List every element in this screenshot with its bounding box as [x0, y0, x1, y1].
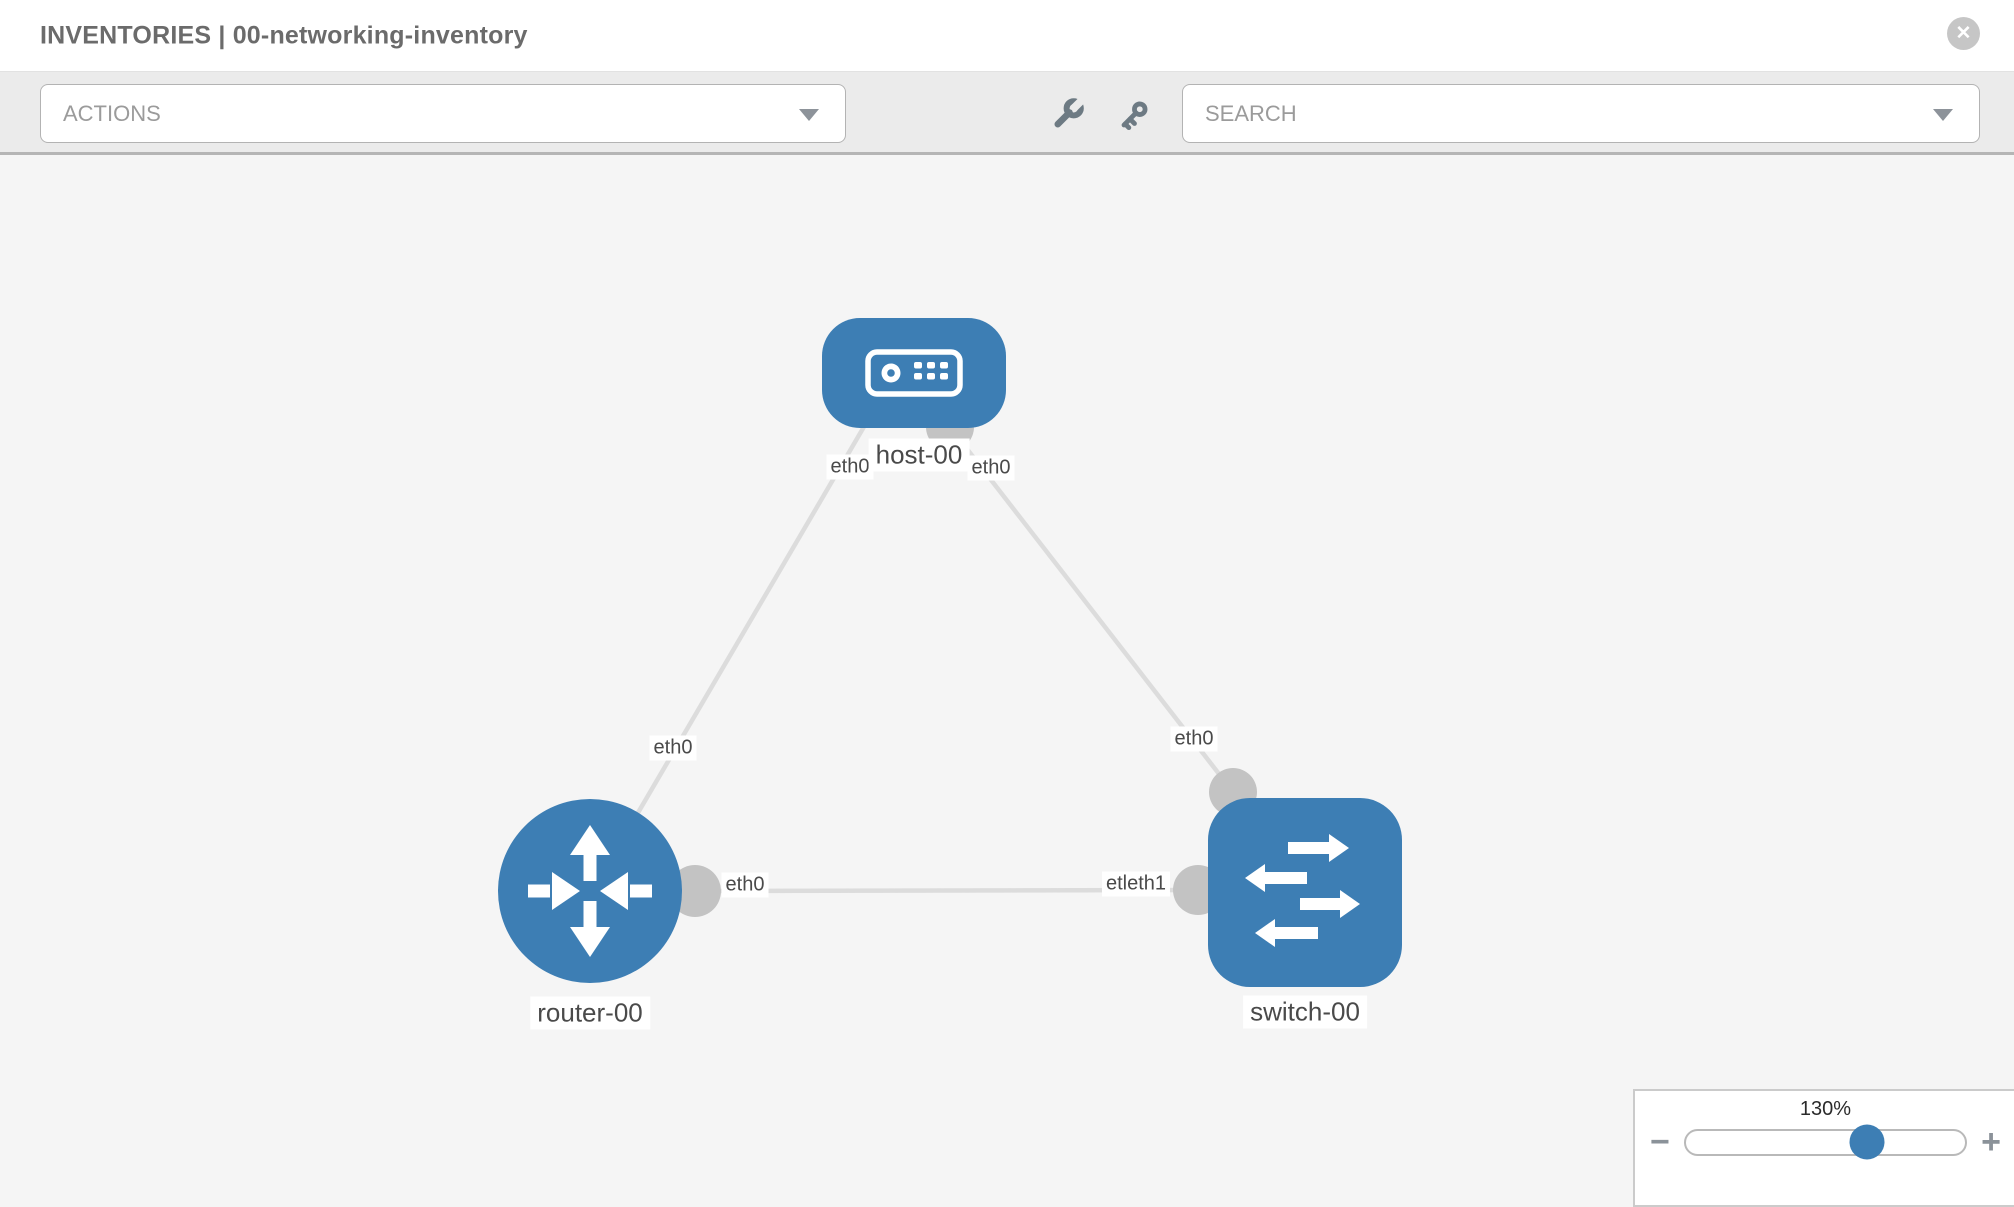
node-name-host: host-00 — [868, 438, 970, 472]
port-label: eth0 — [826, 454, 874, 480]
zoom-control-panel: 130% − + — [1633, 1089, 2014, 1207]
close-icon[interactable]: ✕ — [1947, 17, 1980, 50]
toolbar: ACTIONS SEARCH — [0, 72, 2014, 155]
zoom-level-value: 130% — [1799, 1098, 1852, 1120]
page-title: INVENTORIES | 00-networking-inventory — [40, 21, 528, 49]
port-router-eth0[interactable] — [669, 865, 721, 917]
host-icon — [865, 349, 963, 397]
zoom-out-button[interactable]: − — [1650, 1123, 1670, 1161]
key-icon[interactable] — [1116, 99, 1150, 133]
port-label: etleth1 — [1101, 871, 1171, 897]
router-icon — [528, 825, 652, 957]
ports-layer — [669, 403, 1257, 917]
zoom-slider-row: − + — [1635, 1123, 2014, 1161]
wrench-icon[interactable] — [1048, 96, 1086, 134]
topology-graph — [498, 318, 1402, 987]
node-name-switch: switch-00 — [1243, 995, 1367, 1029]
zoom-slider-thumb[interactable] — [1849, 1124, 1885, 1160]
node-switch-00[interactable] — [1208, 798, 1402, 987]
panel-header: INVENTORIES | 00-networking-inventory ✕ — [0, 0, 2014, 72]
chevron-down-icon — [1933, 108, 1953, 121]
topology-canvas[interactable]: eth0 host-00 eth0 eth0 eth0 eth0 etleth1… — [0, 155, 2014, 1207]
port-label: eth0 — [1170, 726, 1218, 752]
node-name-router: router-00 — [530, 996, 650, 1030]
chevron-down-icon — [799, 108, 819, 121]
port-label: eth0 — [967, 455, 1015, 481]
search-dropdown[interactable]: SEARCH — [1182, 84, 1980, 143]
port-label: eth0 — [721, 872, 769, 898]
port-label: eth0 — [649, 735, 697, 761]
links-layer — [630, 423, 1235, 894]
switch-icon — [1245, 834, 1360, 947]
node-host-00[interactable] — [822, 318, 1006, 428]
actions-dropdown-label: ACTIONS — [63, 100, 161, 126]
zoom-slider-track[interactable] — [1683, 1124, 1968, 1160]
actions-dropdown[interactable]: ACTIONS — [40, 84, 846, 143]
link-host-router[interactable] — [630, 423, 867, 825]
zoom-in-button[interactable]: + — [1981, 1123, 2001, 1161]
node-router-00[interactable] — [498, 799, 682, 983]
search-placeholder: SEARCH — [1205, 100, 1297, 126]
